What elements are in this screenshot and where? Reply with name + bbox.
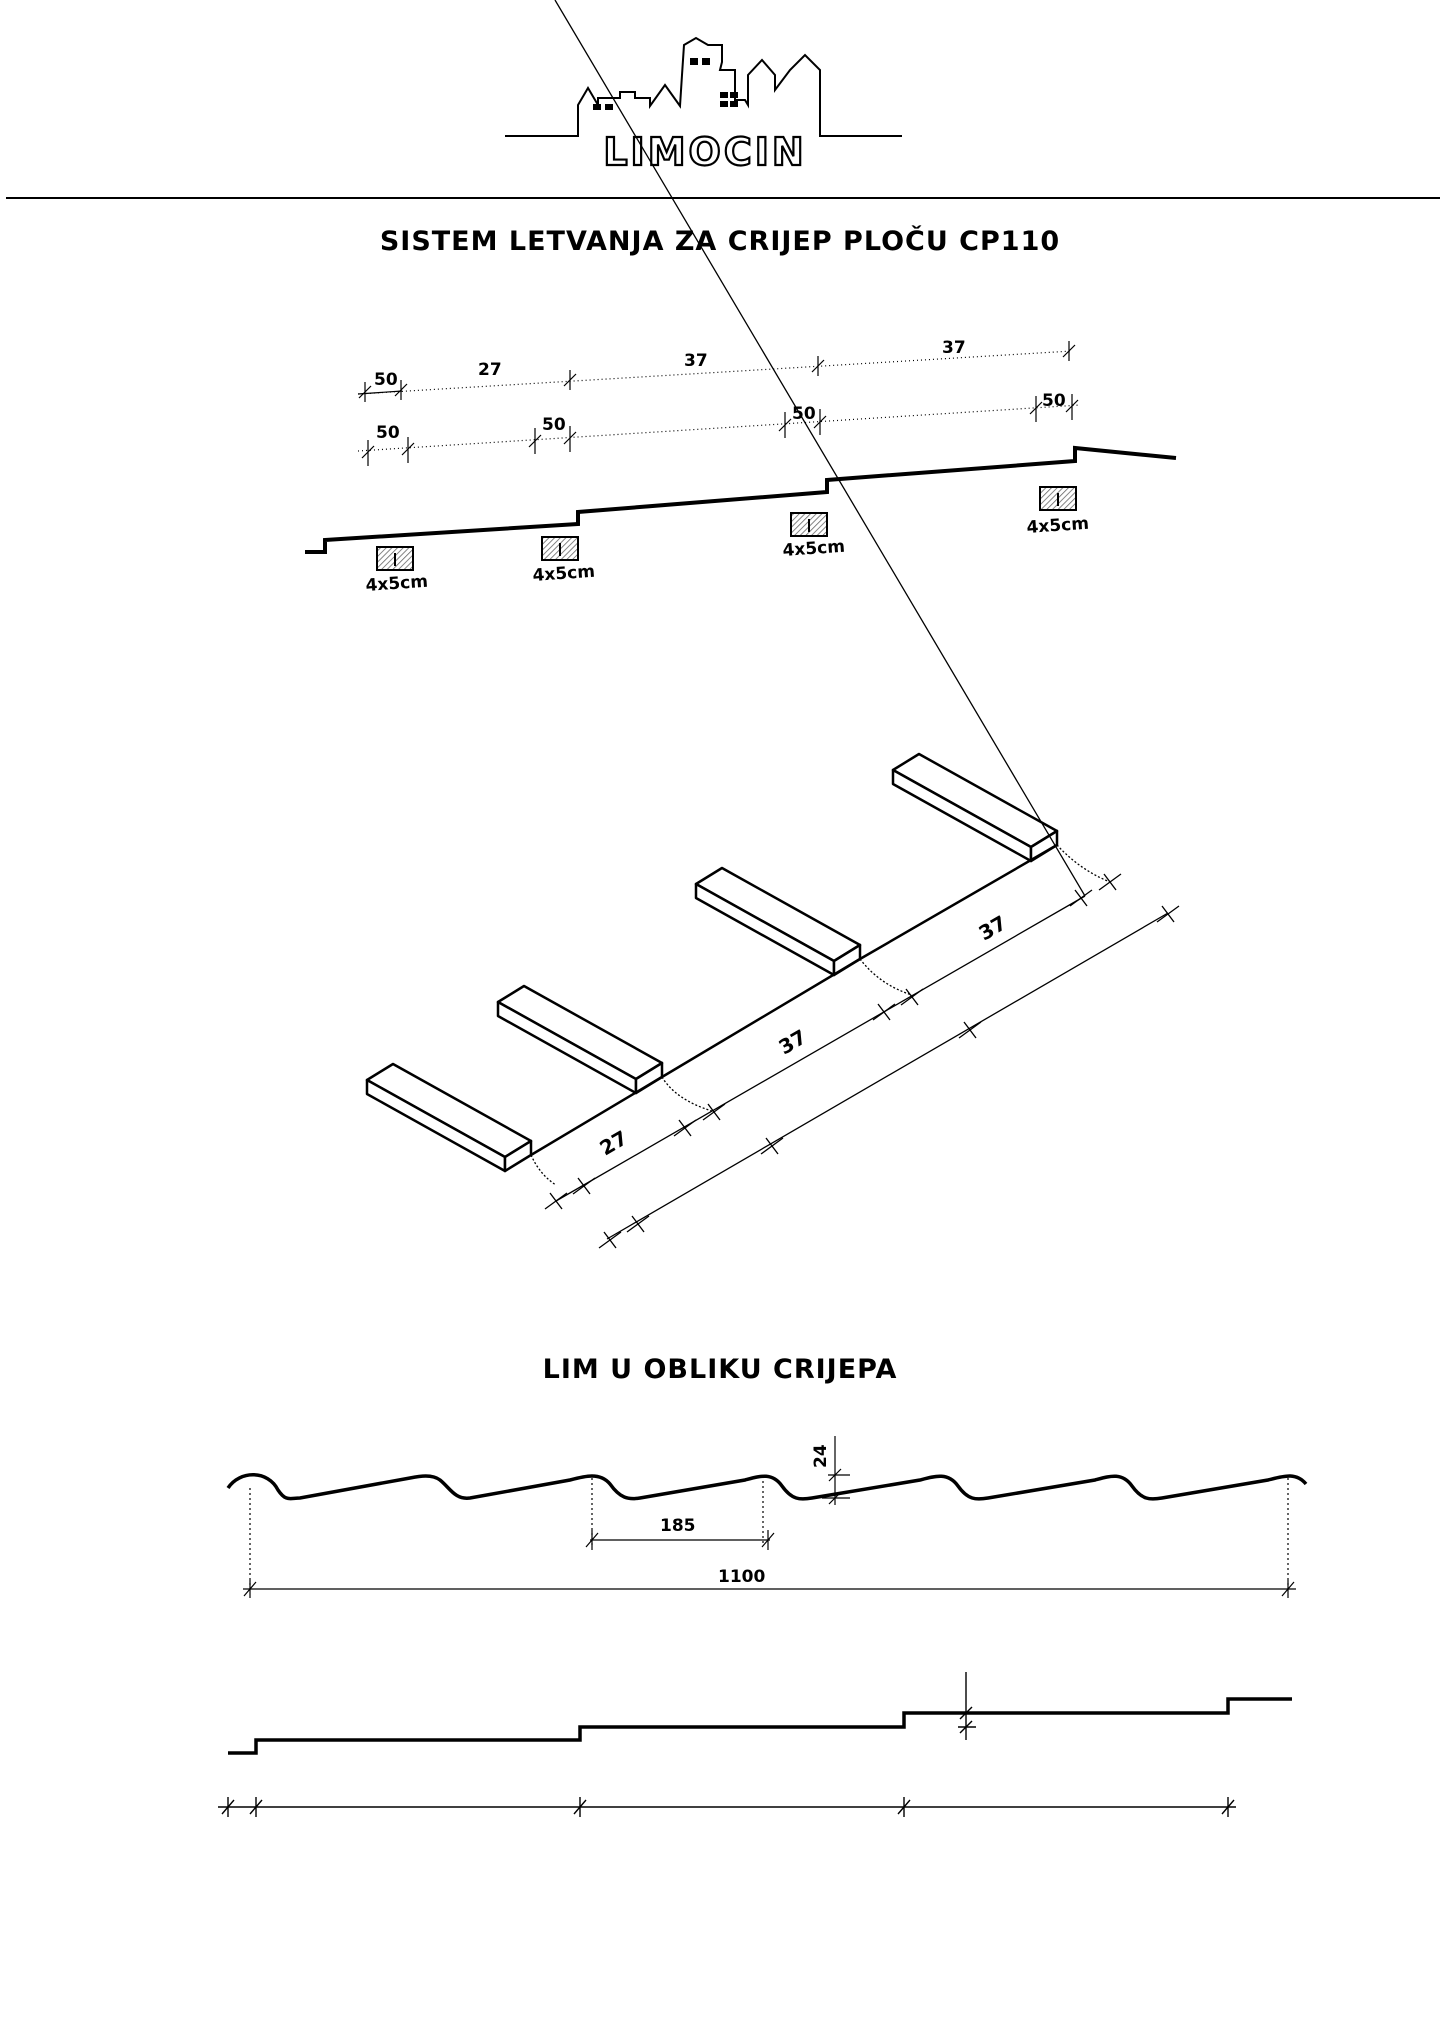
dim-line-second: [357, 394, 1081, 466]
iso-dim-lines: [530, 0, 1180, 1249]
sheet-wave-line: [226, 1473, 1308, 1501]
dim-line-top: [357, 341, 1076, 402]
iso-batten-3: [694, 866, 862, 977]
dim-top-1: 50: [374, 370, 398, 390]
sheet-step-profile: [228, 1697, 1292, 1755]
header-divider: [6, 197, 1440, 199]
sheet-dim-lines: [243, 1436, 1296, 1598]
dim-top-4: 37: [942, 338, 966, 358]
section-title-battening: SISTEM LETVANJA ZA CRIJEP PLOČU CP110: [379, 226, 1061, 257]
dim-top-2: 27: [478, 360, 502, 380]
batten-label-3: 4x5cm: [782, 537, 846, 561]
dim-second-1: 50: [376, 423, 400, 443]
dim-second-4: 50: [1042, 391, 1066, 411]
dim-top-3: 37: [684, 351, 708, 371]
batten-label-1: 4x5cm: [365, 572, 429, 596]
roof-step-profile: [305, 445, 1177, 554]
dim-total-width: 1100: [718, 1567, 765, 1587]
dim-second-2: 50: [542, 415, 566, 435]
section-title-sheet: LIM U OBLIKU CRIJEPA: [542, 1354, 898, 1385]
batten-label-4: 4x5cm: [1026, 514, 1090, 538]
iso-batten-1: [365, 1062, 533, 1173]
dim-step-height: 24: [811, 1444, 831, 1468]
batten-sections: [376, 486, 1077, 571]
dim-second-3: 50: [792, 404, 816, 424]
logo-houses-outline: [505, 36, 902, 137]
iso-rafter-line: [530, 843, 1058, 1157]
batten-label-2: 4x5cm: [532, 562, 596, 586]
dim-wave-pitch: 185: [660, 1516, 696, 1536]
step-dim-lines: [218, 1672, 1236, 1817]
